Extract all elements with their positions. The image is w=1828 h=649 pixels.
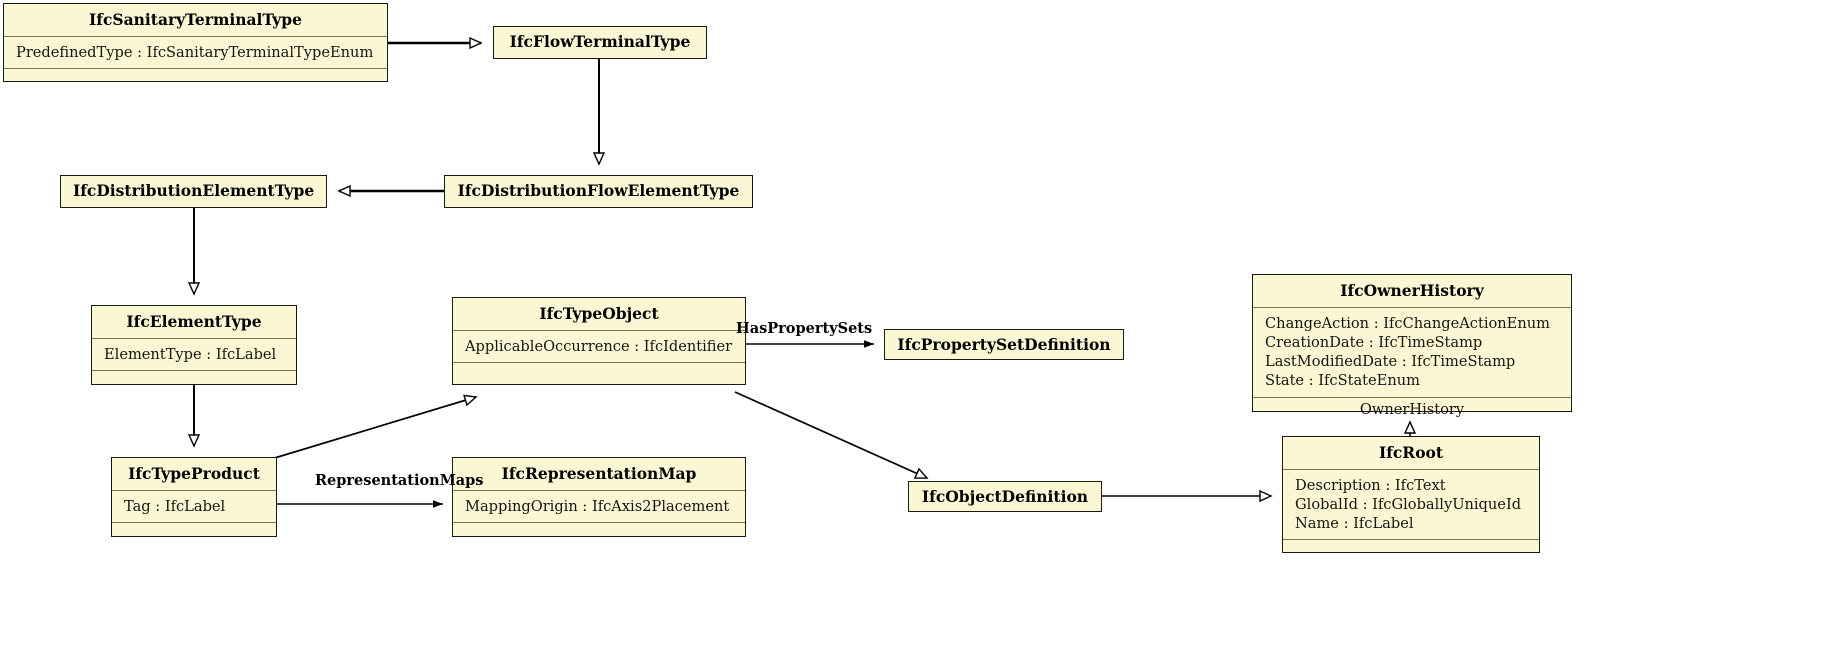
uml-operation-list	[92, 371, 296, 394]
uml-operation-list	[4, 69, 387, 92]
compartment-separator	[453, 329, 745, 331]
label-haspropertysets: HasPropertySets	[736, 320, 873, 337]
compartment-separator	[1253, 396, 1571, 398]
uml-class-name: IfcSanitaryTerminalType	[89, 10, 302, 29]
compartment-separator	[1283, 468, 1539, 470]
uml-class-name: IfcPropertySetDefinition	[897, 335, 1111, 354]
uml-attribute: ApplicableOccurrence : IfcIdentifier	[465, 337, 733, 355]
edge-typeproduct-to-typeobject	[267, 397, 476, 461]
uml-class-name: IfcFlowTerminalType	[509, 32, 691, 51]
uml-class-name: IfcRepresentationMap	[501, 464, 697, 483]
uml-class-ifc-flow-terminal-type[interactable]: IfcFlowTerminalType	[493, 26, 707, 59]
uml-attribute: GlobalId : IfcGloballyUniqueId	[1295, 495, 1522, 513]
uml-class-ifc-property-set-definition[interactable]: IfcPropertySetDefinition	[884, 329, 1124, 360]
uml-operation-list	[112, 523, 276, 546]
uml-operation-list	[453, 523, 745, 546]
label-representationmaps: RepresentationMaps	[315, 472, 484, 489]
uml-class-name: IfcRoot	[1378, 443, 1444, 462]
uml-operation-list	[453, 363, 745, 386]
uml-class-name: IfcDistributionElementType	[73, 181, 315, 200]
uml-class-ifc-distribution-flow-element-type[interactable]: IfcDistributionFlowElementType	[444, 175, 753, 208]
uml-attribute: Tag : IfcLabel	[124, 497, 226, 515]
uml-class-name: IfcElementType	[126, 312, 262, 331]
uml-class-name: IfcOwnerHistory	[1340, 281, 1484, 300]
uml-operation: OwnerHistory	[1359, 400, 1465, 418]
compartment-separator	[453, 489, 745, 491]
uml-attribute-list: ApplicableOccurrence : IfcIdentifier	[453, 331, 745, 362]
uml-attribute: State : IfcStateEnum	[1265, 372, 1420, 390]
uml-class-name: IfcTypeObject	[539, 304, 659, 323]
uml-class-ifc-object-definition[interactable]: IfcObjectDefinition	[908, 481, 1102, 512]
edge-typeobject-to-objectdefinition	[734, 391, 927, 479]
compartment-separator	[1253, 306, 1571, 308]
compartment-separator	[92, 337, 296, 339]
uml-operation-list: OwnerHistory	[1253, 398, 1571, 419]
uml-attribute: LastModifiedDate : IfcTimeStamp	[1265, 353, 1516, 370]
uml-attribute-list: PredefinedType : IfcSanitaryTerminalType…	[4, 37, 387, 68]
uml-attribute-list: Tag : IfcLabel	[112, 491, 276, 522]
uml-attribute-list: ElementType : IfcLabel	[92, 339, 296, 370]
uml-attribute: CreationDate : IfcTimeStamp	[1265, 333, 1483, 351]
uml-attribute: ChangeAction : IfcChangeActionEnum	[1265, 314, 1550, 332]
uml-attribute: Description : IfcText	[1295, 476, 1446, 494]
uml-class-name: IfcObjectDefinition	[921, 487, 1089, 506]
compartment-separator	[4, 67, 387, 69]
compartment-separator	[1283, 539, 1539, 541]
compartment-separator	[112, 521, 276, 523]
uml-attribute-list: MappingOrigin : IfcAxis2Placement	[453, 491, 745, 522]
compartment-separator	[112, 489, 276, 491]
uml-attribute: MappingOrigin : IfcAxis2Placement	[465, 497, 730, 515]
compartment-separator	[453, 521, 745, 523]
uml-class-ifc-distribution-element-type[interactable]: IfcDistributionElementType	[60, 175, 327, 208]
compartment-separator	[92, 369, 296, 371]
compartment-separator	[4, 35, 387, 37]
uml-operation-list	[1283, 540, 1539, 563]
uml-attribute: PredefinedType : IfcSanitaryTerminalType…	[16, 43, 374, 61]
compartment-separator	[453, 361, 745, 363]
uml-attribute: ElementType : IfcLabel	[104, 345, 277, 363]
uml-class-name: IfcTypeProduct	[128, 464, 260, 483]
uml-class-name: IfcDistributionFlowElementType	[457, 181, 740, 200]
uml-attribute: Name : IfcLabel	[1295, 515, 1414, 532]
